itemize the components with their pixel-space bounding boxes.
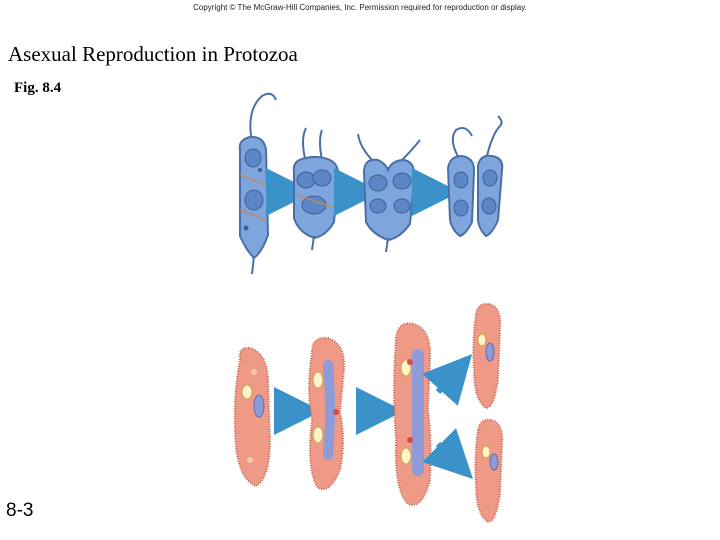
ciliate-daughter-top <box>472 302 502 410</box>
flagellate-stage-2 <box>292 127 340 251</box>
arrow-7 <box>422 428 473 479</box>
flagellate-stage-4 <box>446 115 504 238</box>
slide-number: 8-3 <box>6 500 34 521</box>
slide-title: Asexual Reproduction in Protozoa <box>8 42 298 66</box>
ciliate-stage-3 <box>393 322 432 506</box>
figure-label: Fig. 8.4 <box>14 80 62 96</box>
flagellate-stage-1 <box>238 92 277 275</box>
flagellate-stage-3 <box>357 133 421 253</box>
ciliate-stage-2 <box>308 336 346 491</box>
ciliate-stage-1 <box>233 346 272 488</box>
copyright-notice: Copyright © The McGraw-Hill Companies, I… <box>193 3 527 12</box>
arrow-6 <box>422 354 473 406</box>
ciliate-daughter-bottom <box>474 418 504 524</box>
